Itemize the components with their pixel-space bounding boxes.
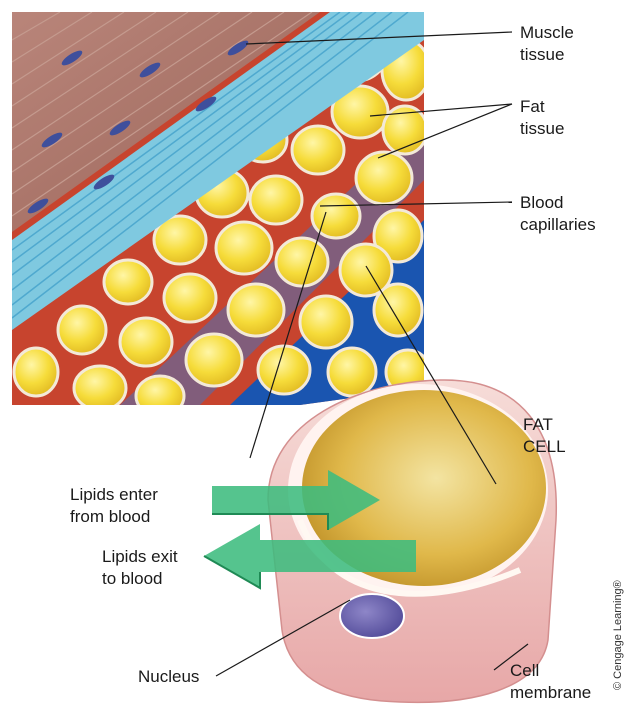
copyright-notice: © Cengage Learning® [612, 530, 624, 690]
label-fat-tissue: Fat tissue [520, 96, 564, 140]
label-muscle-tissue: Muscle tissue [520, 22, 574, 66]
label-blood-capillaries: Blood capillaries [520, 192, 596, 236]
label-cell-membrane: Cell membrane [510, 660, 591, 704]
label-fat-cell: FAT CELL [523, 414, 566, 458]
label-lipids-exit: Lipids exit to blood [102, 546, 178, 590]
label-lipids-enter: Lipids enter from blood [70, 484, 158, 528]
label-nucleus: Nucleus [138, 666, 199, 688]
tissue-panel [12, 12, 430, 416]
